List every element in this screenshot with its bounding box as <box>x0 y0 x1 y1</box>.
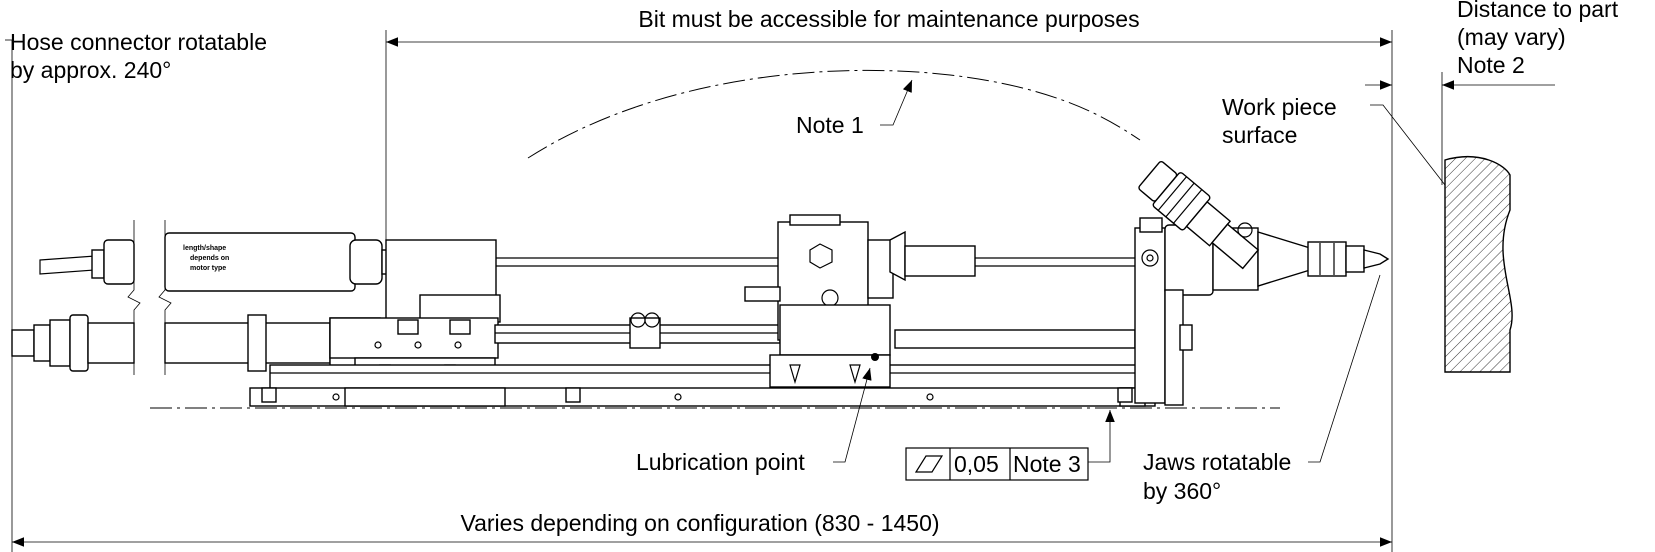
bottom-dimension-label: Varies depending on configuration (830 -… <box>460 510 939 536</box>
work-piece <box>1444 156 1513 373</box>
jaws-label-line1: Jaws rotatable <box>1143 449 1291 475</box>
distance-dimension: Distance to part (may vary) Note 2 <box>1365 0 1619 185</box>
flatness-value: 0,05 <box>954 451 999 477</box>
jaws-label-line2: by 360° <box>1143 478 1221 504</box>
angled-connector <box>1138 161 1260 270</box>
flatness-symbol-icon <box>914 455 944 473</box>
hose-connector-label-line1: Hose connector rotatable <box>10 29 267 55</box>
lubrication-label: Lubrication point <box>636 449 805 475</box>
top-dimension-label: Bit must be accessible for maintenance p… <box>638 6 1139 32</box>
guide-rail <box>249 364 1156 407</box>
top-dimension: Bit must be accessible for maintenance p… <box>385 6 1393 552</box>
middle-carriage <box>494 214 894 388</box>
bottom-dimension: Varies depending on configuration (830 -… <box>11 352 1392 552</box>
note1-label: Note 1 <box>796 112 864 138</box>
left-carriage <box>329 239 501 389</box>
flatness-note: Note 3 <box>1013 451 1081 477</box>
workpiece-label-line1: Work piece <box>1222 94 1337 120</box>
hose-connector-label-line2: by approx. 240° <box>10 57 171 83</box>
motor-label-line1: length/shape <box>183 245 226 252</box>
break-lines <box>127 220 172 375</box>
hose-connector <box>11 314 381 372</box>
distance-label-line2: (may vary) <box>1457 24 1566 50</box>
workpiece-label-line2: surface <box>1222 122 1297 148</box>
pivot-icon <box>1237 222 1253 238</box>
distance-label-line1: Distance to part <box>1457 0 1619 22</box>
distance-label-line3: Note 2 <box>1457 52 1525 78</box>
leader-lines <box>5 39 1446 463</box>
right-spindle <box>889 217 1390 406</box>
motor-label-line3: motor type <box>190 265 226 272</box>
flatness-tolerance-frame: 0,05 Note 3 <box>905 447 1089 481</box>
motor-label-line2: depends on <box>190 255 229 262</box>
swing-envelope-arc <box>527 69 1141 159</box>
